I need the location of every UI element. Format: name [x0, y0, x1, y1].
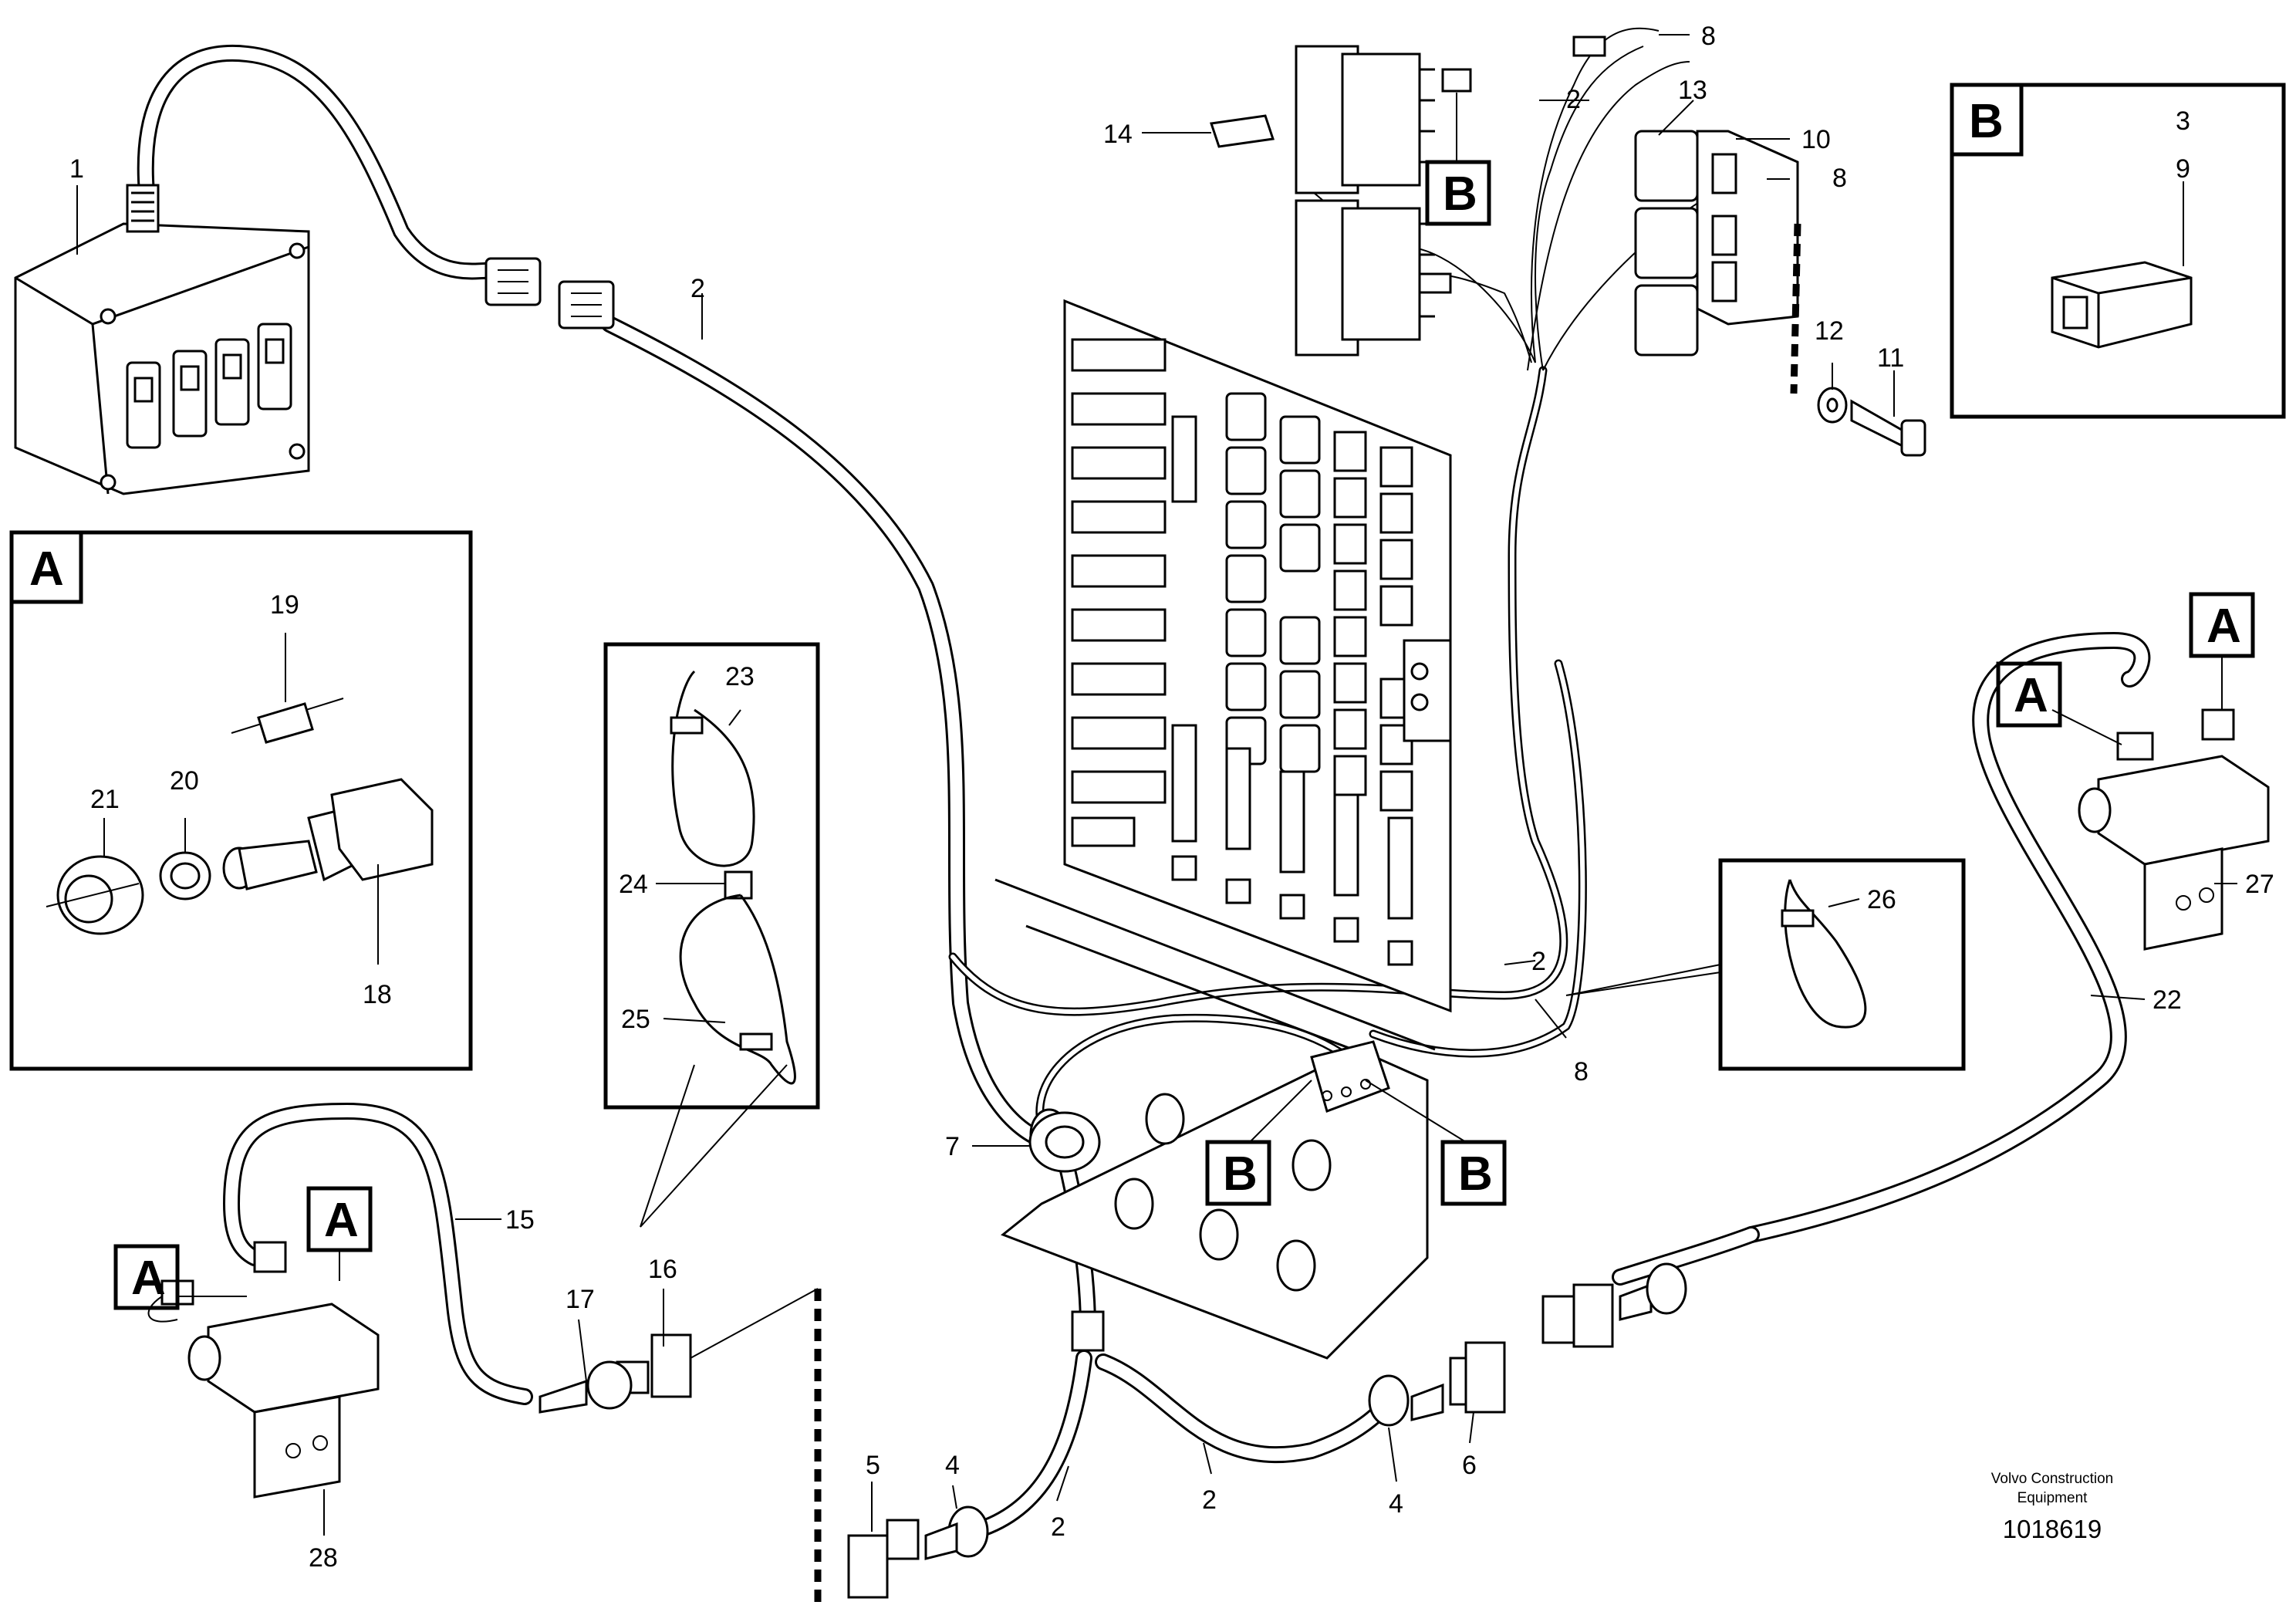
- callout-17: 17: [566, 1285, 595, 1314]
- callout-25: 25: [621, 1005, 650, 1034]
- callout-3: 3: [2176, 106, 2190, 136]
- terminal-3-9: [2051, 261, 2193, 349]
- tag-b-top: B: [1443, 167, 1477, 221]
- switch-box: [14, 184, 310, 495]
- callout-20: 20: [170, 766, 199, 796]
- tag-boxes: [113, 93, 2255, 1310]
- callout-labels: 1 2 14 2 8 13 10 8 12 11 3 9 19 21 20 18…: [69, 22, 2274, 1573]
- detail-b-letter: B: [1969, 95, 2004, 148]
- callout-7: 7: [945, 1132, 960, 1161]
- callout-16: 16: [648, 1255, 677, 1284]
- callout-2: 2: [1531, 947, 1546, 976]
- tie-25: [679, 894, 796, 1085]
- connector-16-17: [539, 1288, 822, 1605]
- callout-4: 4: [1389, 1489, 1403, 1519]
- detail-box-a: [9, 530, 473, 1071]
- plug-14: [1210, 114, 1275, 148]
- grommet: [1028, 1111, 1101, 1173]
- callout-21: 21: [90, 785, 120, 814]
- tag-a-right-2: A: [2207, 600, 2241, 653]
- callout-4: 4: [945, 1451, 960, 1480]
- callout-2: 2: [1202, 1485, 1217, 1515]
- brand-line-1: Volvo Construction: [1991, 1471, 2113, 1487]
- callout-2: 2: [1051, 1512, 1065, 1542]
- callout-19: 19: [270, 590, 299, 620]
- callout-8: 8: [1574, 1057, 1589, 1086]
- valve-28: [147, 1241, 380, 1499]
- tie-24: [724, 870, 753, 900]
- detail-box-tie-26: [1565, 858, 1966, 1071]
- callout-2: 2: [690, 274, 705, 303]
- callout-5: 5: [866, 1451, 880, 1480]
- connector-22-lower: [1541, 1262, 1687, 1348]
- callout-23: 23: [725, 662, 755, 691]
- callout-27: 27: [2245, 870, 2274, 899]
- connector-4-5: [847, 1505, 989, 1599]
- tag-a-left-1: A: [131, 1252, 166, 1305]
- detail-letters: A B B B B A A A A: [29, 95, 2241, 1305]
- callout-13: 13: [1678, 76, 1707, 105]
- valve-27: [2078, 708, 2270, 951]
- callout-18: 18: [363, 980, 392, 1009]
- sensor-18: [222, 778, 434, 890]
- callout-1: 1: [69, 154, 84, 184]
- leader-lines: [76, 34, 2237, 1536]
- callout-28: 28: [309, 1543, 338, 1573]
- thin-wires: [948, 27, 1772, 1147]
- seal-20: [159, 851, 211, 901]
- board-connectors-bottom: [1171, 415, 1413, 966]
- diode-19: [231, 698, 344, 744]
- footer: Volvo Construction Equipment 1018619: [1991, 1471, 2113, 1543]
- callout-15: 15: [505, 1205, 535, 1235]
- callout-22: 22: [2152, 985, 2182, 1015]
- tie-23: [670, 670, 755, 867]
- harness-connector: [485, 257, 615, 329]
- callout-24: 24: [619, 870, 648, 899]
- document-number: 1018619: [2003, 1515, 2102, 1543]
- relay-holder: [1634, 130, 1799, 357]
- cable-harness: [137, 44, 2151, 1540]
- control-board: [1063, 299, 1452, 1013]
- detail-a-letter: A: [29, 542, 64, 596]
- switch-row: [126, 323, 292, 449]
- plug-2-top: [1441, 68, 1472, 93]
- callout-8: 8: [1701, 22, 1716, 51]
- brand-line-2: Equipment: [2017, 1490, 2088, 1506]
- tag-a-right-1: A: [2014, 669, 2048, 722]
- board-connectors-left: [1071, 338, 1167, 847]
- tag-b-panel-right: B: [1458, 1147, 1493, 1201]
- callout-26: 26: [1867, 885, 1896, 914]
- callout-8: 8: [1832, 164, 1847, 193]
- bolt: [1850, 399, 1926, 457]
- tag-b-panel-left: B: [1223, 1147, 1258, 1201]
- callout-10: 10: [1801, 125, 1831, 154]
- callout-12: 12: [1815, 316, 1844, 346]
- ground-lead: [1790, 223, 1801, 394]
- callout-9: 9: [2176, 154, 2190, 184]
- callout-11: 11: [1877, 343, 1904, 373]
- callout-2: 2: [1566, 85, 1581, 114]
- relay-block: [1295, 45, 1435, 357]
- detail-box-b: [1950, 83, 2286, 419]
- plug-8-top: [1572, 35, 1606, 57]
- detail-box-ties: [603, 642, 820, 1228]
- tag-a-left-2: A: [324, 1194, 359, 1247]
- plug-small: [1418, 272, 1452, 294]
- callout-14: 14: [1103, 120, 1133, 149]
- callout-6: 6: [1462, 1451, 1477, 1480]
- washer: [1817, 387, 1848, 424]
- connector-4-6: [1368, 1341, 1506, 1427]
- nut-21: [46, 855, 144, 935]
- cable-y-split: [1071, 1310, 1105, 1352]
- terminal-plug: [1310, 1040, 1390, 1113]
